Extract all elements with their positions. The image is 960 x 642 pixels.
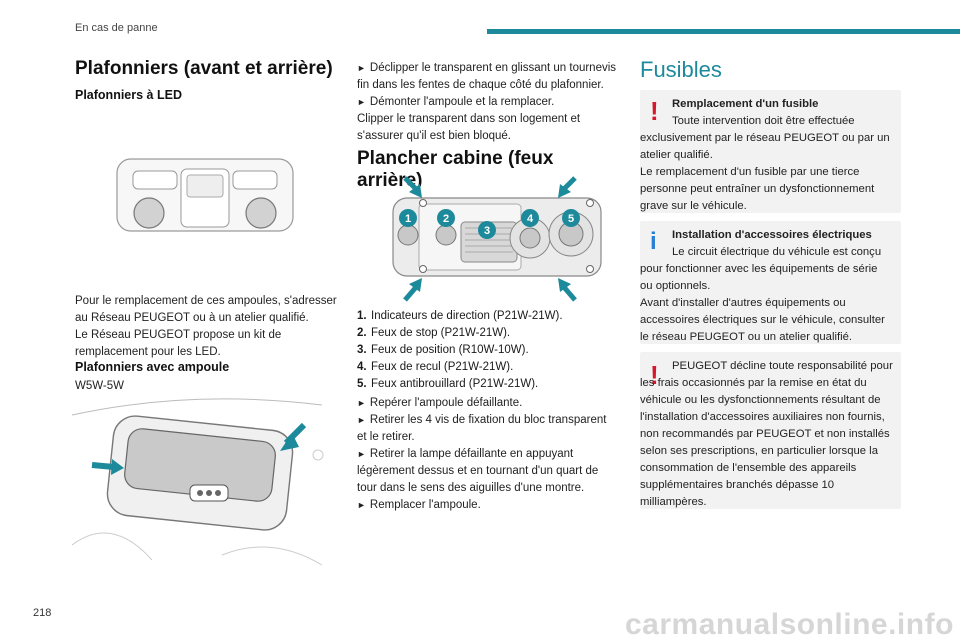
- list-item: 5. Feux antibrouillard (P21W-21W).: [357, 376, 617, 393]
- step-arrow-icon: ►: [357, 398, 366, 408]
- fuse-replacement-callout: ! Remplacement d'un fusible Toute interv…: [640, 90, 901, 213]
- step-replace-text: Remplacer l'ampoule.: [369, 499, 481, 511]
- watermark: carmanualsonline.info: [625, 608, 954, 641]
- diagram-label-2: 2: [443, 213, 449, 225]
- bulb-ceiling-light-illustration: [72, 398, 324, 566]
- step-arrow-icon: ►: [357, 500, 366, 510]
- callout-title: Remplacement d'un fusible: [672, 98, 819, 110]
- lamp-list: 1. Indicateurs de direction (P21W-21W). 2…: [357, 308, 617, 393]
- callout-text: PEUGEOT décline toute responsabilité pou…: [640, 360, 893, 508]
- list-item-label: Feux de recul (P21W-21W).: [371, 361, 514, 373]
- warning-icon: !: [650, 360, 659, 390]
- callout-text-2: Le remplacement d'un fusible par une tie…: [640, 166, 875, 212]
- callout-text-2: Avant d'installer d'autres équipements o…: [640, 297, 885, 343]
- step-locate-text: Repérer l'ampoule défaillante.: [369, 397, 523, 409]
- list-item: 4. Feux de recul (P21W-21W).: [357, 359, 617, 376]
- list-item-label: Feux de stop (P21W-21W).: [371, 327, 511, 339]
- header-accent-bar: [487, 29, 960, 34]
- callout-text: Toute intervention doit être effectuée e…: [640, 115, 890, 161]
- list-item-number: 5.: [357, 378, 367, 390]
- warning-icon: !: [650, 96, 659, 126]
- step-remove-bulb-text: Démonter l'ampoule et la remplacer.: [369, 96, 555, 108]
- page-number: 218: [33, 607, 52, 619]
- list-item-number: 4.: [357, 361, 367, 373]
- led-kit-text: Le Réseau PEUGEOT propose un kit de remp…: [75, 329, 282, 358]
- led-ceiling-light-illustration: [116, 158, 294, 232]
- step-unclip: ►Déclipper le transparent en glissant un…: [357, 60, 617, 94]
- diagram-label-5: 5: [568, 213, 574, 225]
- list-item-number: 2.: [357, 327, 367, 339]
- step-screws: ►Retirer les 4 vis de fixation du bloc t…: [357, 412, 617, 446]
- header-section-title: En cas de panne: [75, 22, 158, 34]
- step-arrow-icon: ►: [357, 415, 366, 425]
- step-arrow-icon: ►: [357, 449, 366, 459]
- step-arrow-icon: ►: [357, 97, 366, 107]
- callout-text: Le circuit électrique du véhicule est co…: [640, 246, 882, 292]
- rear-lamp-diagram: 1 2 3 4 5: [392, 176, 602, 302]
- callout-title: Installation d'accessoires électriques: [672, 229, 872, 241]
- list-item: 2. Feux de stop (P21W-21W).: [357, 325, 617, 342]
- step-locate: ►Repérer l'ampoule défaillante.: [357, 395, 617, 412]
- list-item-number: 3.: [357, 344, 367, 356]
- list-item-label: Feux antibrouillard (P21W-21W).: [371, 378, 539, 390]
- accessories-callout: i Installation d'accessoires électriques…: [640, 221, 901, 344]
- led-replacement-text: Pour le remplacement de ces ampoules, s'…: [75, 295, 337, 324]
- ceiling-lights-title: Plafonniers (avant et arrière): [75, 58, 333, 79]
- step-remove-lamp-text: Retirer la lampe défaillante en appuyant…: [357, 448, 599, 494]
- step-unclip-text: Déclipper le transparent en glissant un …: [357, 62, 617, 91]
- step-arrow-icon: ►: [357, 63, 366, 73]
- list-item: 3. Feux de position (R10W-10W).: [357, 342, 617, 359]
- rear-lights-title: Plancher cabine (feux arrière): [357, 148, 554, 191]
- list-item-number: 1.: [357, 310, 367, 322]
- fuses-title: Fusibles: [640, 57, 722, 82]
- step-replace: ►Remplacer l'ampoule.: [357, 497, 617, 514]
- diagram-label-3: 3: [484, 225, 490, 237]
- led-lights-heading: Plafonniers à LED: [75, 88, 182, 102]
- step-screws-text: Retirer les 4 vis de fixation du bloc tr…: [357, 414, 607, 443]
- step-remove-lamp: ►Retirer la lampe défaillante en appuyan…: [357, 446, 619, 497]
- diagram-label-4: 4: [527, 213, 534, 225]
- list-item-label: Indicateurs de direction (P21W-21W).: [371, 310, 563, 322]
- diagram-label-1: 1: [405, 213, 411, 225]
- bulb-lights-heading: Plafonniers avec ampoule: [75, 360, 230, 374]
- list-item: 1. Indicateurs de direction (P21W-21W).: [357, 308, 617, 325]
- clip-back-text: Clipper le transparent dans son logement…: [357, 113, 581, 142]
- step-remove-bulb: ►Démonter l'ampoule et la remplacer.: [357, 94, 617, 111]
- list-item-label: Feux de position (R10W-10W).: [371, 344, 529, 356]
- info-icon: i: [650, 228, 657, 255]
- liability-callout: ! PEUGEOT décline toute responsabilité p…: [640, 352, 901, 509]
- bulb-type: W5W-5W: [75, 380, 124, 392]
